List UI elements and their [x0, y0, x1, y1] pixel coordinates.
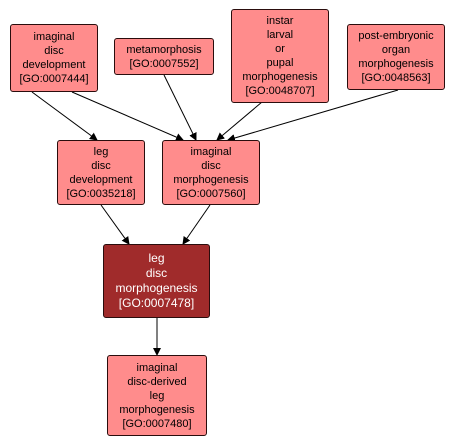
- node-text-line: larval: [266, 29, 294, 41]
- edge-imaginal-disc-development-to-leg-disc-development: [31, 91, 98, 141]
- node-text-line: leg: [93, 145, 109, 158]
- node-text-line: disc-derived: [127, 375, 187, 388]
- node-text-line: leg: [148, 251, 165, 265]
- node-text-line: imaginal: [136, 361, 178, 374]
- node-text-line: or: [275, 43, 285, 55]
- node-text-line: imaginal: [190, 145, 232, 158]
- node-post-embryonic-organ-morphogenesis[interactable]: post-embryonic organ morphogenesis [GO:0…: [347, 24, 445, 90]
- node-text-line: metamorphosis: [126, 43, 202, 56]
- node-text-line: [GO:0007560]: [176, 187, 246, 200]
- node-metamorphosis[interactable]: metamorphosis [GO:0007552]: [114, 38, 214, 75]
- node-instar-larval-pupal-morphogenesis[interactable]: instar larval or pupal morphogenesis [GO…: [231, 9, 329, 103]
- edge-metamorphosis-to-imaginal-disc-morphogenesis: [163, 74, 197, 141]
- node-text-line: [GO:0035218]: [66, 187, 136, 200]
- node-text-line: development: [22, 59, 86, 71]
- node-text-line: imaginal: [33, 31, 75, 43]
- node-text-line: morphogenesis: [173, 173, 249, 186]
- node-text-line: [GO:0007552]: [129, 57, 199, 70]
- node-text-line: [GO:0048563]: [361, 72, 431, 84]
- node-text-line: organ: [381, 44, 411, 56]
- node-text-line: [GO:0007478]: [118, 296, 195, 310]
- edge-imaginal-disc-development-to-imaginal-disc-morphogenesis: [71, 91, 184, 141]
- node-text-line: disc: [201, 159, 221, 172]
- node-text-line: morphogenesis: [119, 403, 195, 416]
- node-leg-disc-morphogenesis[interactable]: leg disc morphogenesis [GO:0007478]: [103, 244, 210, 318]
- node-text-line: pupal: [266, 57, 294, 69]
- node-text-line: leg: [149, 389, 165, 402]
- node-imaginal-disc-morphogenesis[interactable]: imaginal disc morphogenesis [GO:0007560]: [162, 140, 260, 205]
- node-imaginal-disc-development[interactable]: imaginal disc development [GO:0007444]: [10, 24, 98, 92]
- node-text-line: disc: [91, 159, 111, 172]
- node-text-line: post-embryonic: [358, 30, 434, 42]
- node-text-line: development: [69, 173, 133, 186]
- node-text-line: instar: [266, 15, 294, 27]
- node-text-line: [GO:0007480]: [122, 417, 192, 430]
- node-imaginal-disc-derived-leg-morphogenesis[interactable]: imaginal disc-derived leg morphogenesis …: [107, 355, 207, 436]
- node-text-line: [GO:0048707]: [245, 85, 315, 97]
- node-text-line: morphogenesis: [115, 281, 198, 295]
- node-text-line: disc: [145, 266, 168, 280]
- node-leg-disc-development[interactable]: leg disc development [GO:0035218]: [57, 140, 145, 205]
- node-text-line: morphogenesis: [242, 71, 318, 83]
- node-text-line: morphogenesis: [358, 58, 434, 70]
- edge-instar-larval-pupal-morphogenesis-to-imaginal-disc-morphogenesis: [216, 101, 263, 141]
- edge-post-embryonic-organ-morphogenesis-to-imaginal-disc-morphogenesis: [227, 89, 399, 142]
- edge-imaginal-disc-morphogenesis-to-leg-disc-morphogenesis: [182, 204, 211, 245]
- edge-leg-disc-development-to-leg-disc-morphogenesis: [100, 204, 130, 245]
- node-text-line: [GO:0007444]: [19, 73, 89, 85]
- node-text-line: disc: [44, 45, 64, 57]
